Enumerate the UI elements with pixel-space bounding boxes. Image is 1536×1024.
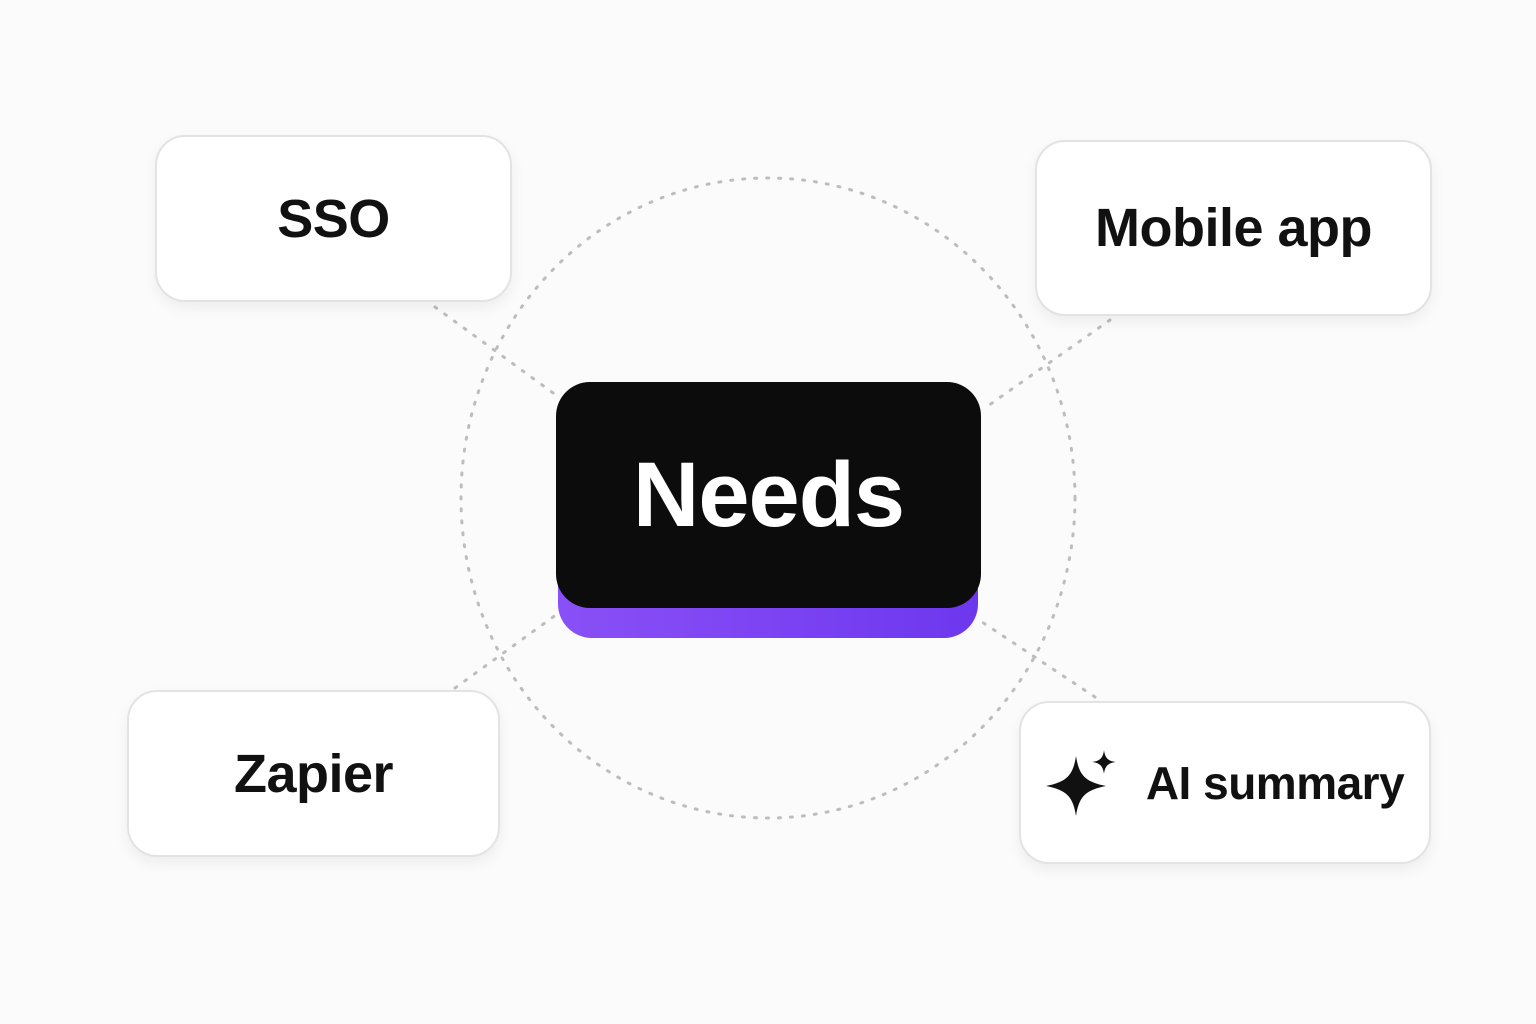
center-node-label: Needs [632, 443, 905, 546]
node-ai-summary-label: AI summary [1145, 756, 1405, 809]
sparkle-icon [1045, 749, 1120, 816]
node-zapier: Zapier [127, 690, 500, 857]
node-sso-label: SSO [277, 188, 390, 249]
center-node-stack: Needs [556, 382, 981, 638]
center-node: Needs [556, 382, 981, 608]
node-mobile-app-label: Mobile app [1095, 198, 1373, 258]
connector-sso [433, 305, 562, 400]
connector-mobile-app [983, 318, 1112, 410]
connector-zapier [453, 610, 562, 690]
node-ai-summary: AI summary [1019, 701, 1431, 864]
node-mobile-app: Mobile app [1035, 140, 1432, 316]
node-sso: SSO [155, 135, 512, 302]
node-zapier-label: Zapier [233, 743, 394, 804]
connector-ai-summary [980, 620, 1097, 699]
